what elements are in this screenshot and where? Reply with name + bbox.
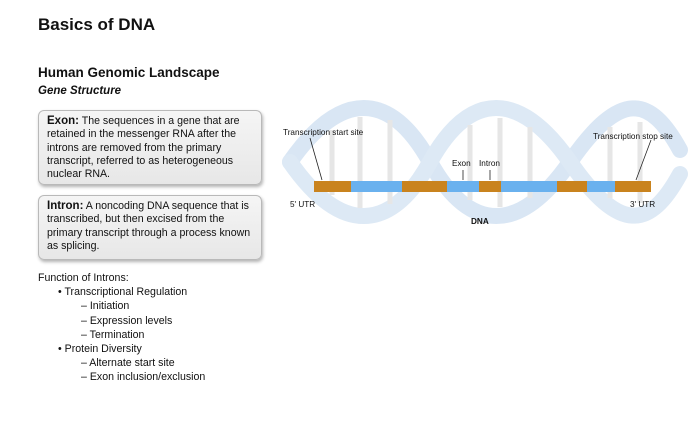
function-group: • Transcriptional Regulation (38, 285, 205, 299)
function-item-label: Initiation (89, 300, 130, 313)
slide-title: Basics of DNA (38, 15, 156, 34)
function-group-label: Transcriptional Regulation (64, 286, 188, 299)
dna-label: DNA (471, 217, 489, 226)
transcription-start-label: Transcription start site (283, 128, 364, 137)
function-group: • Protein Diversity (38, 342, 205, 356)
utr5-label: 5' UTR (290, 200, 315, 209)
transcription-stop-label: Transcription stop site (593, 132, 673, 141)
gene-structure-diagram: Transcription start site Transcription s… (282, 100, 688, 226)
sub-bullet: – (81, 314, 87, 327)
functions-heading: Function of Introns: (38, 272, 129, 284)
bullet: • (58, 343, 62, 356)
intron-term: Intron: (47, 200, 84, 212)
intron-segment (615, 181, 651, 192)
intron-segment (557, 181, 587, 192)
function-item: – Exon inclusion/exclusion (38, 370, 205, 384)
exon-segment (587, 181, 615, 192)
exon-segment (351, 181, 402, 192)
function-item-label: Termination (89, 328, 145, 341)
exon-label: Exon (452, 159, 471, 168)
sub-bullet: – (81, 357, 87, 370)
function-item-label: Alternate start site (89, 357, 175, 370)
function-item: – Alternate start site (38, 356, 205, 370)
intron-definition-box: Intron: A noncoding DNA sequence that is… (38, 195, 262, 260)
callout-lines (309, 137, 652, 181)
exon-segment (447, 181, 479, 192)
intron-segment (479, 181, 501, 192)
exon-term: Exon: (47, 115, 79, 127)
gene-bar (314, 181, 651, 192)
intron-segment (402, 181, 447, 192)
function-item-label: Exon inclusion/exclusion (89, 371, 206, 384)
function-group-label: Protein Diversity (64, 343, 142, 356)
exon-definition-text: The sequences in a gene that are retaine… (47, 115, 240, 181)
subsection-title: Gene Structure (38, 85, 122, 97)
function-item: – Initiation (38, 299, 205, 313)
utr3-label: 3' UTR (630, 200, 655, 209)
bullet: • (58, 286, 62, 299)
intron-label: Intron (479, 159, 500, 168)
section-title: Human Genomic Landscape (38, 65, 220, 80)
intron-functions-list: Function of Introns: • Transcriptional R… (38, 271, 205, 385)
exon-segment (501, 181, 557, 192)
intron-definition-text: A noncoding DNA sequence that is transcr… (47, 200, 251, 252)
function-item: – Termination (38, 328, 205, 342)
intron-segment (314, 181, 351, 192)
sub-bullet: – (81, 371, 87, 384)
exon-definition-box: Exon: The sequences in a gene that are r… (38, 110, 262, 185)
function-item-label: Expression levels (89, 314, 173, 327)
sub-bullet: – (81, 300, 87, 313)
sub-bullet: – (81, 328, 87, 341)
function-item: – Expression levels (38, 314, 205, 328)
